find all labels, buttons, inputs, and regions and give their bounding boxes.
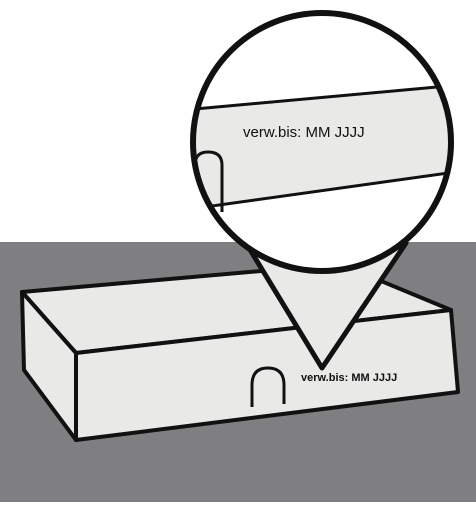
box-expiry-label: verw.bis: MM JJJJ [301,372,397,384]
box-side-face [20,290,78,442]
box-tab-notch [250,366,286,407]
lens-rim [190,10,454,274]
magnifier-lens: verw.bis: MM JJJJ [190,10,454,274]
lens-expiry-label: verw.bis: MM JJJJ [243,124,365,141]
